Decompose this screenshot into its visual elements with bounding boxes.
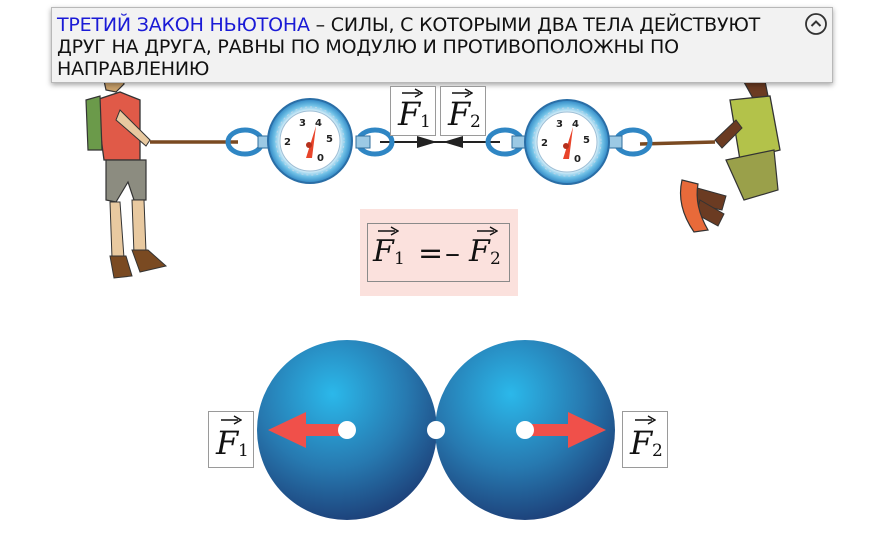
vector-arrow-icon	[221, 415, 242, 425]
equation-panel: F 1 = – F 2	[360, 209, 518, 296]
f2-letter: F	[630, 424, 653, 462]
vector-arrow-icon	[402, 88, 423, 98]
right-dynamometer: 3 4 5 0 2	[485, 99, 653, 185]
eq-equals-sign: =	[418, 236, 444, 271]
rope	[150, 136, 716, 148]
f1-letter: F	[398, 95, 421, 133]
dial-tick-2: 2	[541, 138, 548, 149]
f2-label-ball: F 2	[622, 411, 668, 468]
left-force-arrow	[268, 412, 347, 448]
eq-f2-subscript: 2	[490, 249, 501, 269]
dial-tick-3: 3	[299, 118, 306, 129]
dial-tick-5: 5	[326, 134, 333, 145]
f1-subscript: 1	[238, 441, 249, 461]
eq-f1-letter: F	[373, 234, 394, 269]
left-dynamometer: 3 4 5 0 2	[225, 98, 395, 184]
f2-subscript: 2	[470, 112, 481, 132]
vector-arrow-icon	[635, 415, 656, 425]
f1-label-ball: F 1	[208, 411, 254, 468]
equation: F 1 = – F 2	[367, 223, 510, 282]
eq-minus-sign: –	[445, 236, 460, 271]
dial-tick-2: 2	[284, 137, 291, 148]
vector-arrow-icon	[378, 226, 399, 236]
law-text: – СИЛЫ, С КОТОРЫМИ ДВА ТЕЛА ДЕЙСТВУЮТ ДР…	[57, 14, 761, 80]
left-person-illustration	[85, 53, 168, 279]
law-statement-panel: ТРЕТИЙ ЗАКОН НЬЮТОНА – СИЛЫ, С КОТОРЫМИ …	[51, 7, 833, 83]
right-person-illustration	[679, 73, 781, 233]
f2-letter: F	[448, 95, 471, 133]
right-ball-center	[516, 421, 534, 439]
law-title: ТРЕТИЙ ЗАКОН НЬЮТОНА	[57, 14, 310, 36]
dial-tick-5: 5	[583, 135, 590, 146]
dial-tick-3: 3	[556, 119, 563, 130]
dial-tick-4: 4	[572, 119, 579, 130]
f2-label-top: F 2	[440, 86, 486, 136]
contact-point	[427, 421, 445, 439]
right-force-arrow	[525, 412, 606, 448]
f1-label-top: F 1	[390, 86, 436, 136]
f1-letter: F	[216, 424, 239, 462]
dial-tick-4: 4	[315, 118, 322, 129]
interacting-balls	[257, 340, 615, 520]
vector-arrow-icon	[452, 88, 473, 98]
dial-tick-0: 0	[317, 153, 324, 164]
collapse-chevron-icon[interactable]	[804, 12, 828, 36]
f2-subscript: 2	[652, 441, 663, 461]
f1-subscript: 1	[420, 112, 431, 132]
vector-arrow-icon	[477, 226, 498, 236]
left-ball-center	[338, 421, 356, 439]
eq-f2-letter: F	[469, 234, 490, 269]
dial-tick-0: 0	[574, 154, 581, 165]
eq-f1-subscript: 1	[394, 249, 405, 269]
